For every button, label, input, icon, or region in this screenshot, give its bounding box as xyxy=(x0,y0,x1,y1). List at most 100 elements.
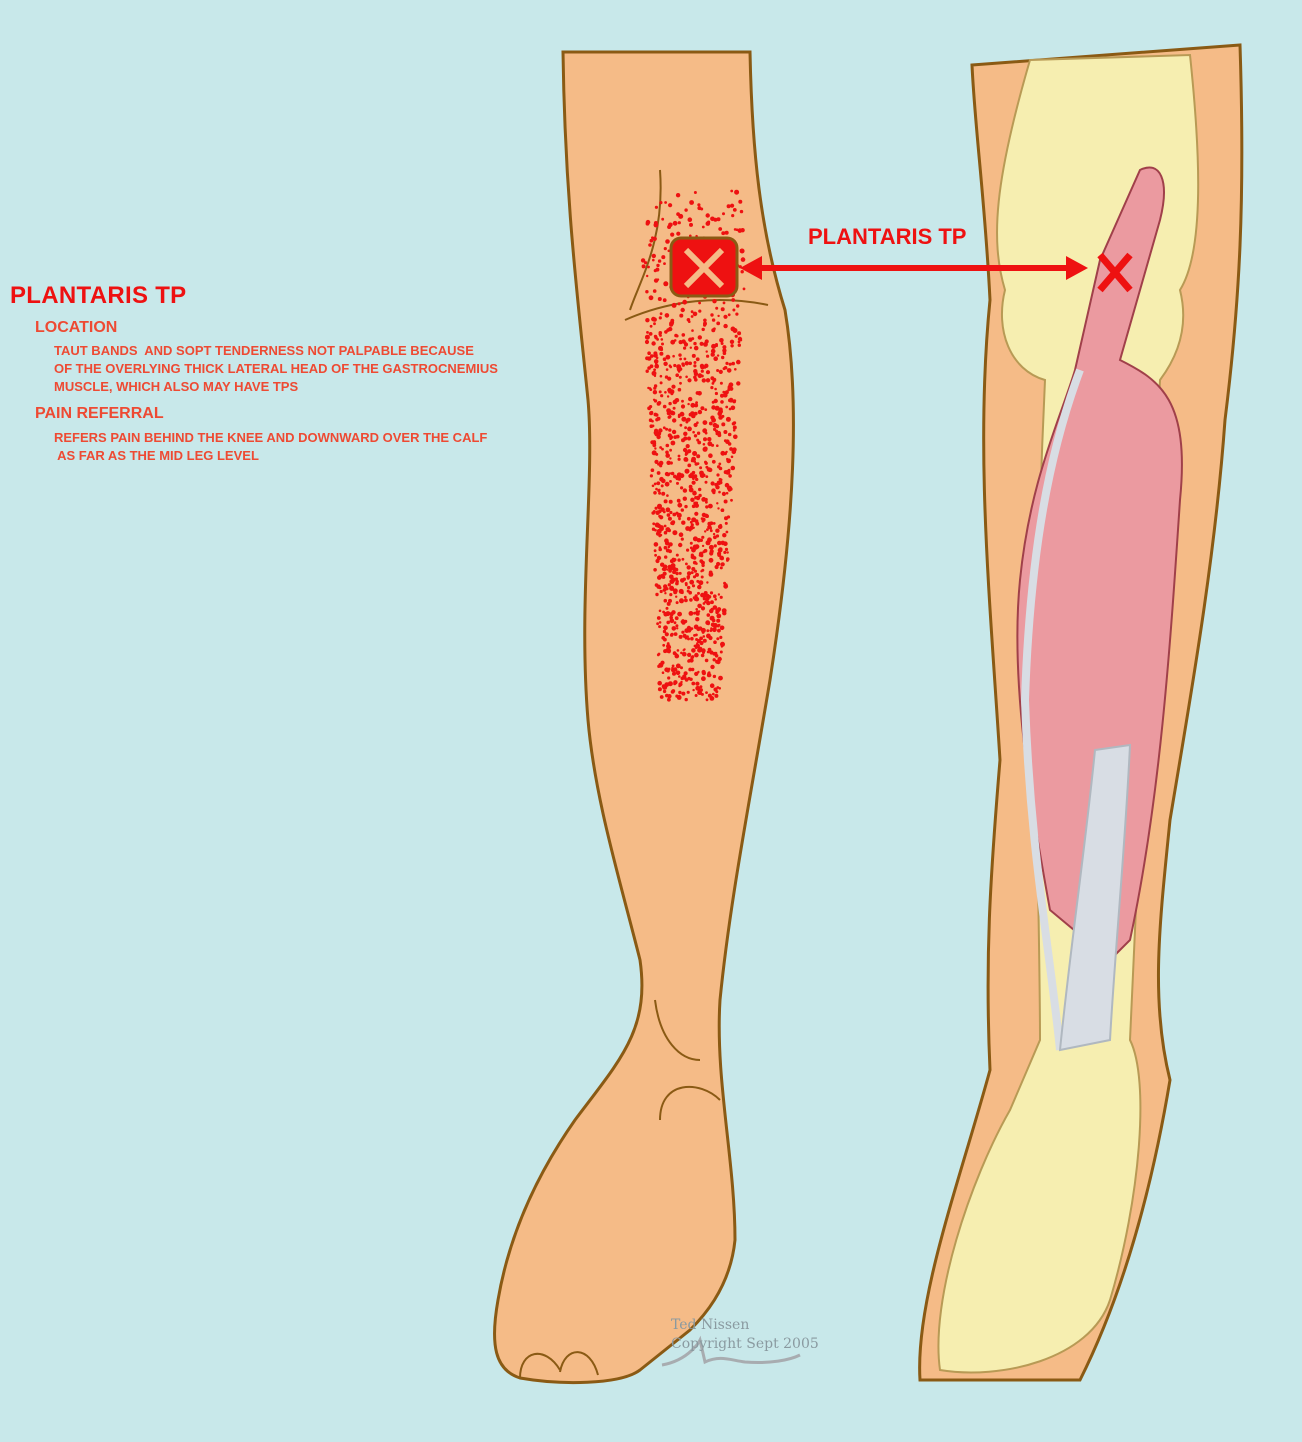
referral-dot xyxy=(682,447,688,453)
referral-dot xyxy=(680,651,683,655)
referral-dot xyxy=(667,516,672,521)
referral-dot xyxy=(693,341,697,346)
referral-dot xyxy=(721,491,727,496)
referral-dot xyxy=(688,667,693,672)
referral-dot xyxy=(672,570,677,575)
referral-dot xyxy=(692,536,698,542)
referral-dot xyxy=(707,521,712,526)
referral-dot xyxy=(661,217,665,221)
referral-dot xyxy=(695,401,698,404)
referral-dot xyxy=(692,575,697,579)
referral-dot xyxy=(720,508,725,512)
referral-dot xyxy=(694,403,699,408)
referral-dot xyxy=(651,419,654,423)
referral-dot xyxy=(686,690,690,694)
referral-dot xyxy=(719,555,724,561)
referral-dot xyxy=(657,687,662,692)
knee-crease xyxy=(624,299,769,321)
referral-dot xyxy=(698,691,703,695)
referral-dot xyxy=(723,470,728,475)
referral-dot xyxy=(687,463,692,468)
referral-dot xyxy=(693,422,698,428)
referral-dot xyxy=(701,631,705,634)
referral-dot xyxy=(672,220,678,226)
referral-dot xyxy=(648,387,652,390)
referral-dot xyxy=(660,338,664,341)
referral-dot xyxy=(718,490,721,494)
referral-dot xyxy=(693,434,698,438)
referral-dot xyxy=(717,540,722,546)
referral-dot xyxy=(667,249,671,253)
referral-dot xyxy=(654,583,659,587)
referral-dot xyxy=(713,626,717,630)
referral-dot xyxy=(739,248,743,253)
referral-dot xyxy=(664,632,669,637)
referral-dot xyxy=(717,628,721,633)
referral-dot xyxy=(665,443,670,448)
referral-dot xyxy=(659,464,663,468)
referral-dot xyxy=(672,671,676,675)
referral-dot xyxy=(671,666,674,670)
referral-dot xyxy=(742,287,746,291)
referral-dot xyxy=(705,370,711,375)
referral-dot xyxy=(708,421,713,426)
referral-dot xyxy=(713,535,717,540)
referral-dot xyxy=(670,411,676,416)
referral-dot xyxy=(659,381,663,385)
referral-dot xyxy=(674,567,679,572)
referral-dot xyxy=(662,426,666,430)
referral-dot xyxy=(722,348,727,353)
referral-dot xyxy=(697,610,701,613)
referral-dot xyxy=(705,540,711,546)
referral-dot xyxy=(688,361,692,366)
referral-dot xyxy=(718,675,723,681)
referral-dot xyxy=(714,405,720,411)
referral-dot xyxy=(671,557,676,562)
referral-dot xyxy=(652,522,656,526)
location-line: MUSCLE, WHICH ALSO MAY HAVE TPS xyxy=(54,379,299,394)
referral-dot xyxy=(657,489,661,493)
referral-dot xyxy=(724,547,729,552)
referral-dot xyxy=(688,487,694,493)
referral-dot xyxy=(694,652,699,658)
referral-dot xyxy=(678,375,682,379)
referral-dot xyxy=(687,402,690,406)
referral-dot xyxy=(689,222,693,227)
referral-dot xyxy=(700,369,704,373)
referral-dot xyxy=(692,526,695,529)
referral-dot xyxy=(656,471,661,475)
referral-dot xyxy=(680,590,684,595)
referral-dot xyxy=(679,423,683,427)
referral-dot xyxy=(711,405,716,410)
referral-dot xyxy=(684,361,689,366)
referral-dot xyxy=(709,529,713,533)
referral-dot xyxy=(736,381,741,386)
referral-dot xyxy=(711,318,716,322)
referral-dot xyxy=(693,611,696,615)
referral-dot xyxy=(699,685,703,689)
referral-dot xyxy=(669,448,672,452)
referral-dot xyxy=(693,371,699,376)
referral-dot xyxy=(722,301,726,305)
referral-dot xyxy=(697,603,702,609)
referral-dot xyxy=(701,669,706,675)
referral-dot xyxy=(671,626,677,631)
referral-dot xyxy=(658,316,662,320)
referral-dot xyxy=(732,425,737,430)
referral-dot xyxy=(723,392,728,398)
referral-dot xyxy=(725,491,729,495)
referral-dot xyxy=(680,537,684,541)
referral-dot xyxy=(665,427,669,431)
referral-dot xyxy=(676,212,680,217)
referral-dot xyxy=(690,523,694,527)
referral-dot xyxy=(718,409,723,414)
referral-dot xyxy=(685,375,688,379)
referral-dot xyxy=(712,491,716,495)
referral-dot xyxy=(738,199,743,204)
referral-dot xyxy=(693,569,698,573)
referral-dot xyxy=(653,542,659,547)
referral-dot xyxy=(671,520,676,525)
referral-dot xyxy=(669,618,675,624)
referral-dot xyxy=(680,404,686,409)
referral-dot xyxy=(700,365,705,370)
